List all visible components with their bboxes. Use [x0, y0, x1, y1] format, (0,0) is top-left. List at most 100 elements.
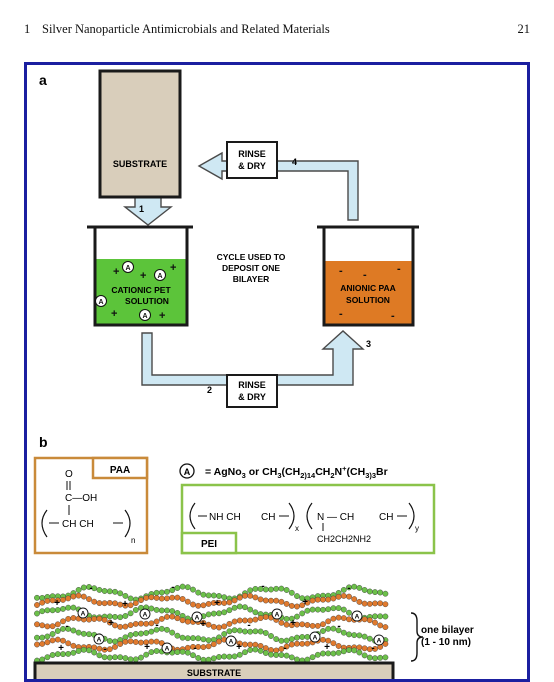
bead	[158, 595, 165, 602]
bead	[138, 620, 144, 627]
svg-text:-: -	[397, 263, 401, 275]
bead	[96, 652, 103, 659]
bead	[210, 610, 217, 617]
bead	[283, 616, 290, 622]
bead	[236, 627, 243, 634]
bead	[320, 606, 326, 613]
panel-b-label: b	[39, 434, 48, 450]
charge-sign: -	[103, 644, 106, 655]
bead	[106, 638, 113, 644]
legend-formula: = AgNo3 or CH3(CH2)14CH2N+(CH3)3Br	[205, 464, 388, 480]
bead	[252, 616, 259, 623]
bead	[143, 595, 150, 601]
bead	[49, 652, 56, 658]
bead	[169, 629, 176, 636]
bead	[361, 600, 368, 607]
bead	[80, 630, 87, 637]
legend-a-symbol: A	[184, 467, 191, 477]
bead	[226, 628, 233, 635]
bead	[346, 609, 352, 616]
bead	[169, 608, 176, 614]
svg-text:+: +	[113, 266, 119, 278]
bead	[236, 651, 243, 658]
charge-sign: -	[65, 621, 68, 632]
bead	[262, 630, 269, 636]
bead	[158, 589, 165, 596]
svg-text:A: A	[157, 273, 162, 280]
bead	[262, 650, 269, 656]
bead	[340, 648, 347, 655]
bead	[70, 615, 77, 621]
silver-marker-label: A	[165, 646, 170, 653]
chapter-number: 1	[24, 22, 31, 36]
bead	[179, 583, 186, 590]
bilayer-line2: (1 - 10 nm)	[421, 637, 471, 648]
bead	[294, 656, 300, 663]
silver-marker	[77, 607, 89, 619]
bead	[377, 622, 384, 629]
bead	[304, 599, 311, 606]
bead	[143, 651, 150, 658]
cycle-line3: BILAYER	[233, 274, 270, 284]
bead	[75, 629, 82, 636]
bead	[356, 649, 363, 656]
bead	[325, 606, 332, 613]
svg-text:-: -	[391, 310, 395, 322]
bead	[377, 600, 384, 607]
bead	[117, 614, 124, 621]
bead	[356, 632, 363, 639]
bead	[335, 614, 342, 621]
substrate-bar-label: SUBSTRATE	[187, 668, 241, 678]
bead	[304, 622, 311, 628]
bead	[361, 616, 368, 623]
charge-sign: -	[261, 581, 264, 592]
bead	[252, 628, 259, 635]
bead	[268, 586, 274, 593]
bead	[366, 635, 373, 642]
bead	[231, 597, 238, 604]
bead	[132, 639, 139, 645]
bead	[231, 653, 238, 660]
bead	[221, 594, 228, 601]
bead	[106, 654, 113, 661]
bead	[221, 631, 228, 637]
bead	[294, 634, 300, 641]
bead	[101, 617, 108, 623]
bead	[325, 618, 332, 625]
bead	[335, 643, 342, 649]
bead	[205, 643, 212, 650]
bead	[247, 587, 254, 594]
bead	[247, 647, 254, 653]
bead	[91, 585, 98, 592]
bead	[127, 595, 134, 602]
bead	[190, 586, 196, 593]
rinse-top-line1: RINSE	[238, 149, 266, 159]
bead	[268, 651, 274, 658]
bead	[299, 640, 306, 647]
bead	[340, 593, 347, 599]
bead	[216, 610, 222, 617]
pei-label: PEI	[201, 539, 217, 550]
bead	[174, 615, 181, 622]
bead	[106, 588, 113, 595]
bead	[262, 597, 269, 604]
bead	[382, 601, 389, 608]
bead	[65, 640, 72, 647]
bead	[39, 641, 46, 647]
bead	[283, 587, 290, 593]
bead	[200, 619, 207, 626]
step-2: 2	[207, 385, 212, 395]
bead	[70, 604, 77, 611]
bead	[320, 596, 326, 603]
bead	[122, 613, 129, 619]
bead	[34, 594, 40, 601]
bead	[49, 631, 56, 637]
bead	[325, 625, 332, 632]
charge-sign: -	[89, 583, 92, 594]
bead	[366, 654, 373, 661]
bead	[210, 641, 217, 648]
bead	[153, 618, 160, 625]
bead	[299, 610, 306, 617]
bead	[112, 644, 118, 650]
